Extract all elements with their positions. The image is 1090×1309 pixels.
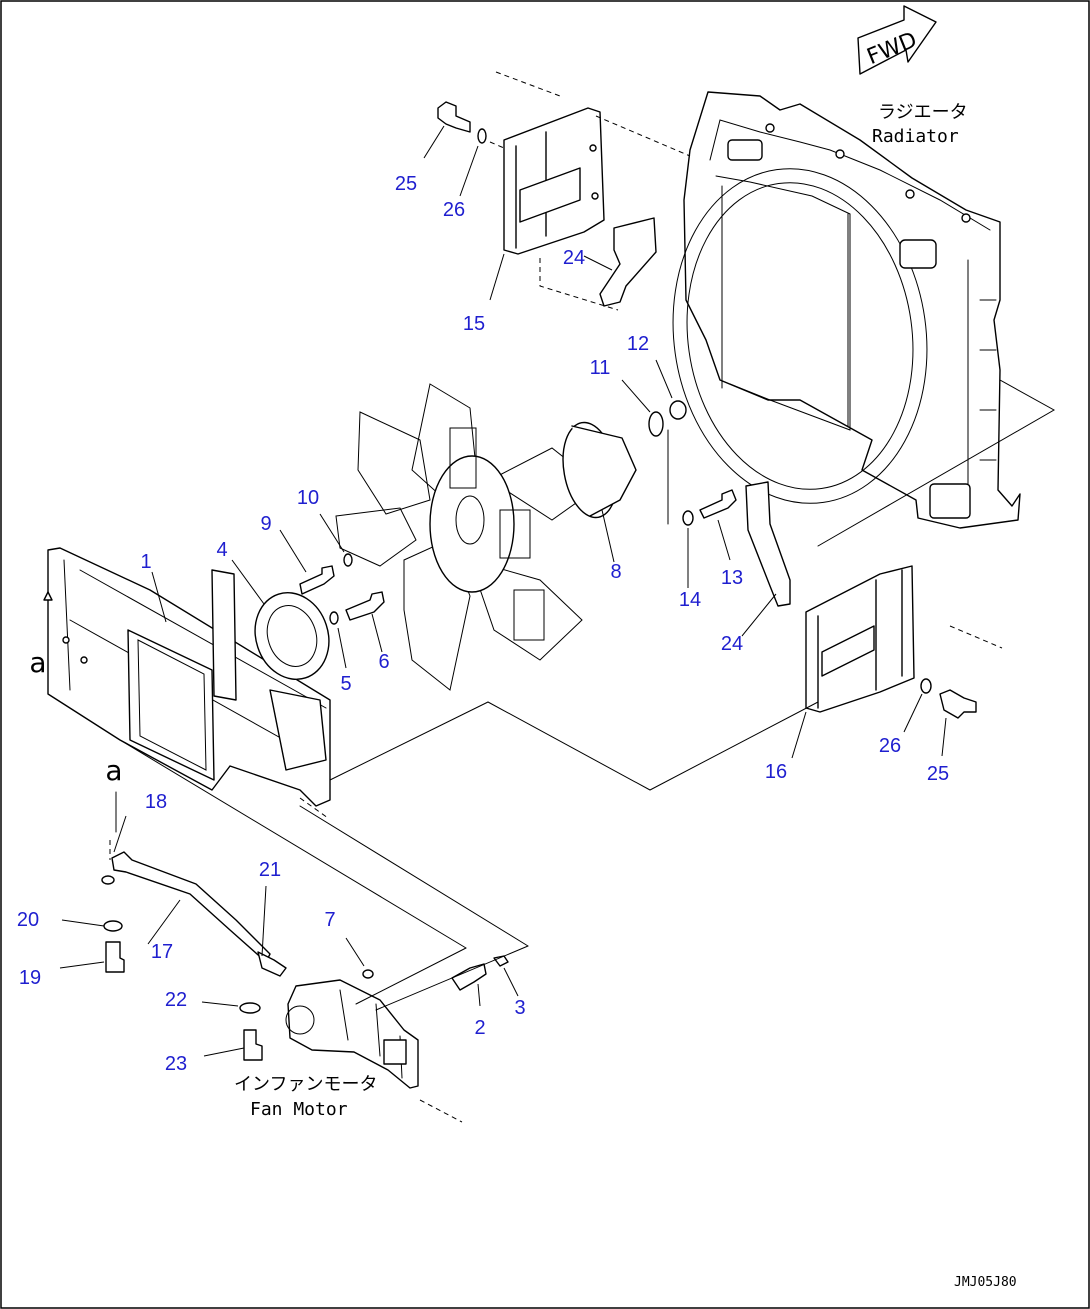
fan-part <box>335 383 601 691</box>
washer-part-26-upper <box>477 128 487 144</box>
reference-mark-a-lower: a <box>105 754 122 787</box>
callout-9: 9 <box>260 513 271 535</box>
callout-23: 23 <box>165 1053 187 1075</box>
callout-5: 5 <box>340 673 351 695</box>
bolt-part-19 <box>105 941 125 973</box>
washer-part-26-lower <box>920 678 932 694</box>
hidden-bolt-upper <box>495 71 561 97</box>
bracket-part-15 <box>503 107 605 255</box>
gasket-part-4 <box>254 592 330 680</box>
drawing-code: JMJ05J80 <box>954 1275 1017 1290</box>
callout-13: 13 <box>721 567 743 589</box>
callout-26-upper: 26 <box>443 199 465 221</box>
fitting-part-7 <box>362 969 374 979</box>
bracket-part-24-upper <box>599 217 657 307</box>
bolt-part-9 <box>299 565 335 595</box>
fan-motor-label-en: Fan Motor <box>250 1099 348 1120</box>
shroud-ring-part-8 <box>562 421 637 519</box>
leader-lines <box>59 125 947 1057</box>
callout-3: 3 <box>514 997 525 1019</box>
callout-16: 16 <box>765 761 787 783</box>
fan-motor <box>285 979 419 1089</box>
callout-19: 19 <box>19 967 41 989</box>
callout-24-upper: 24 <box>563 247 585 269</box>
fan-motor-label-jp: インファンモータ <box>234 1074 377 1095</box>
bolt-part-23 <box>243 1029 263 1061</box>
callout-22: 22 <box>165 989 187 1011</box>
callout-4: 4 <box>216 539 227 561</box>
bracket-part-24-lower <box>745 481 791 607</box>
bolt-part-2 <box>451 963 487 991</box>
callout-1: 1 <box>140 551 151 573</box>
radiator-label-jp: ラジエータ <box>878 102 968 123</box>
callout-7: 7 <box>324 909 335 931</box>
hose-clamp-part-21 <box>257 951 287 977</box>
radiator <box>672 91 1021 529</box>
callout-numbers: 1 2 3 4 5 6 7 8 9 10 11 12 13 14 15 16 1… <box>17 173 949 1075</box>
callout-25-lower: 25 <box>927 763 949 785</box>
washer-part-11 <box>648 411 664 437</box>
fwd-arrow-indicator: FWD <box>857 5 937 75</box>
bracket-part-16 <box>805 565 915 713</box>
bolt-part-6 <box>345 591 385 621</box>
callout-15: 15 <box>463 313 485 335</box>
callout-18: 18 <box>145 791 167 813</box>
callout-20: 20 <box>17 909 39 931</box>
fan-frame-part-1 <box>47 547 331 807</box>
callout-8: 8 <box>610 561 621 583</box>
callout-12: 12 <box>627 333 649 355</box>
callout-14: 14 <box>679 589 701 611</box>
callout-26-lower: 26 <box>879 735 901 757</box>
washer-part-20 <box>103 920 123 932</box>
callout-10: 10 <box>297 487 319 509</box>
reference-mark-a-upper: a <box>29 646 46 679</box>
washer-part-22 <box>239 1002 261 1014</box>
nut-part-12 <box>669 400 687 420</box>
radiator-label-en: Radiator <box>872 126 959 147</box>
hidden-bolt-lower <box>949 625 1003 649</box>
washer-part-14 <box>682 510 694 526</box>
callout-2: 2 <box>474 1017 485 1039</box>
bolt-part-25-upper <box>437 101 471 133</box>
bolt-part-13 <box>699 489 737 519</box>
callout-11: 11 <box>590 357 611 379</box>
callout-24-lower: 24 <box>721 633 743 655</box>
callout-6: 6 <box>378 651 389 673</box>
washer-part-10 <box>343 553 353 567</box>
callout-17: 17 <box>151 941 173 963</box>
callout-21: 21 <box>259 859 281 881</box>
hose-part-17 <box>101 851 271 963</box>
washer-part-5 <box>329 611 339 625</box>
bolt-part-25-lower <box>939 689 977 719</box>
callout-25-upper: 25 <box>395 173 417 195</box>
